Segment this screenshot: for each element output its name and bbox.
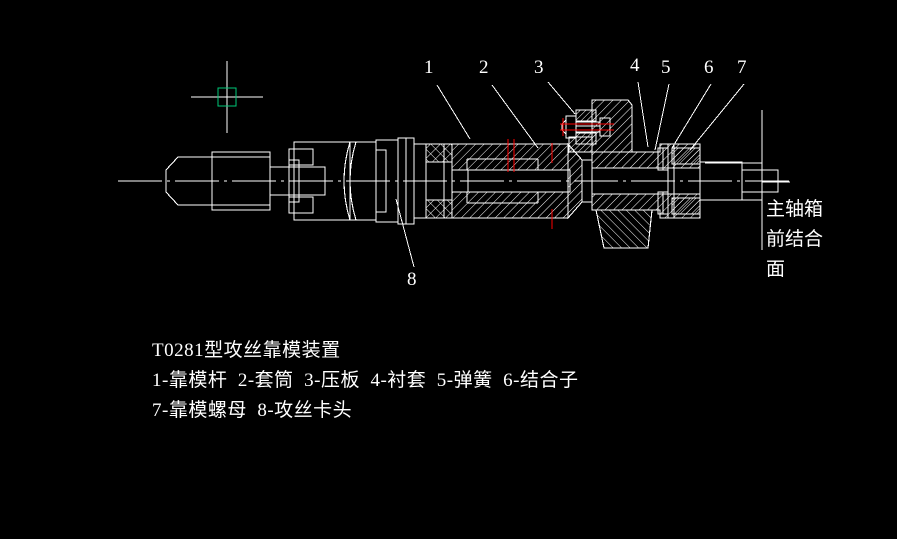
red-annotation-marks — [507, 118, 614, 229]
parts-legend-line-1: 1-靠模杆 2-套筒 3-压板 4-衬套 5-弹簧 6-结合子 — [152, 370, 579, 391]
callout-5[interactable]: 5 — [661, 57, 671, 78]
caption-block: T0281型攻丝靠模装置 1-靠模杆 2-套筒 3-压板 4-衬套 5-弹簧 6… — [152, 336, 578, 426]
leader-lines — [395, 81, 745, 268]
joint-face-label-line-2: 前结合 — [766, 229, 824, 250]
joint-face-label-line-3: 面 — [766, 259, 786, 280]
joint-face-label: 主轴箱 前结合 面 — [766, 195, 824, 285]
callout-1[interactable]: 1 — [424, 57, 434, 78]
callout-7[interactable]: 7 — [737, 57, 747, 78]
callout-6[interactable]: 6 — [704, 57, 714, 78]
joint-face-label-line-1: 主轴箱 — [766, 199, 824, 220]
cursor-pickbox — [217, 87, 237, 107]
callout-3[interactable]: 3 — [534, 57, 544, 78]
clamp-plate-group — [561, 99, 633, 153]
follower-nut — [667, 143, 701, 219]
crosshair-cursor — [191, 61, 263, 133]
callout-4[interactable]: 4 — [630, 55, 640, 76]
chuck-flange-group — [397, 137, 427, 225]
callout-2[interactable]: 2 — [479, 57, 489, 78]
drawing-title: T0281型攻丝靠模装置 — [152, 340, 341, 361]
parts-legend-line-2: 7-靠模螺母 8-攻丝卡头 — [152, 400, 353, 421]
callout-8[interactable]: 8 — [407, 269, 417, 290]
spring-crosshatch — [425, 143, 453, 219]
joint-face-line — [705, 110, 790, 250]
